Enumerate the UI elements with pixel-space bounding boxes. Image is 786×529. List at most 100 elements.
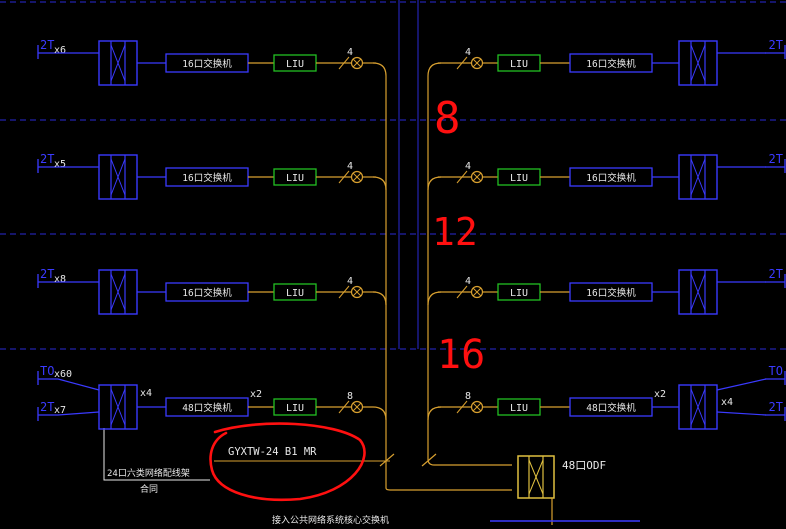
left-outlet-multiplier: x6 — [54, 45, 66, 56]
handwritten-annotations: 8 12 16 — [209, 93, 485, 502]
left-fiber-mark: 8 — [338, 391, 353, 414]
left-switch-label: 16口交换机 — [182, 172, 232, 184]
left-fiber-coupler-icon — [350, 400, 364, 414]
left-liu-label: LIU — [286, 403, 304, 414]
right-liu-label: LIU — [510, 403, 528, 414]
left-fiber-mark-count: 8 — [347, 391, 353, 402]
right-fiber-mark-count: 4 — [465, 161, 471, 172]
left-liu: LIU — [273, 54, 317, 72]
right-fiber-mark-count: 4 — [465, 276, 471, 287]
left-outlet: 2T — [37, 267, 58, 288]
right-fiber-mark: 4 — [456, 276, 471, 299]
left-liu-label: LIU — [286, 59, 304, 70]
left-riser — [372, 62, 512, 491]
odf-panel — [517, 455, 555, 499]
left-outlet-top-multiplier: x60 — [54, 369, 72, 380]
right-outlet-label: 2T — [769, 267, 783, 281]
left-liu: LIU — [273, 168, 317, 186]
right-riser — [427, 62, 512, 466]
right-outlet-top-label: TO — [769, 364, 783, 378]
riser-tick — [421, 453, 437, 467]
left-switch-label: 16口交换机 — [182, 287, 232, 299]
right-liu: LIU — [497, 398, 541, 416]
left-liu-label: LIU — [286, 173, 304, 184]
right-liu-label: LIU — [510, 59, 528, 70]
patch-note-line1: 24口六类网络配线架 — [107, 467, 190, 479]
right-outlet-label: 2T — [769, 152, 783, 166]
left-fiber-mark: 4 — [338, 276, 353, 299]
right-liu: LIU — [497, 54, 541, 72]
left-fiber-coupler-icon — [350, 285, 364, 299]
left-patch-panel — [98, 269, 138, 315]
right-outlet-bottom-label: 2T — [769, 400, 783, 414]
left-patch-panel — [98, 384, 138, 430]
right-fiber-mark: 8 — [456, 391, 471, 414]
handwritten-12: 12 — [432, 210, 478, 254]
left-outlet-multiplier: x5 — [54, 159, 66, 170]
left-fiber-coupler-icon — [350, 56, 364, 70]
handwritten-8: 8 — [434, 93, 461, 144]
right-fiber-coupler-icon — [470, 400, 484, 414]
left-patch-multiplier: x4 — [140, 388, 152, 399]
left-patch-panel — [98, 154, 138, 200]
odf-label: 48口ODF — [562, 459, 606, 472]
shaft-lines — [398, 0, 419, 349]
right-switch-label: 16口交换机 — [586, 287, 636, 299]
right-fiber-mark: 4 — [456, 47, 471, 70]
right-switch-label: 16口交换机 — [586, 58, 636, 70]
left-fiber-mark-count: 4 — [347, 47, 353, 58]
right-switch-label: 48口交换机 — [586, 402, 636, 414]
left-outlet: 2T — [37, 38, 58, 59]
fiber-risers — [372, 62, 512, 491]
left-outlet-bottom-multiplier: x7 — [54, 405, 66, 416]
right-patch-multiplier: x4 — [721, 397, 733, 408]
left-switch: 16口交换机 — [165, 282, 249, 302]
right-fiber-mark-count: 4 — [465, 47, 471, 58]
left-fiber-mark: 4 — [338, 161, 353, 184]
right-patch-panel — [678, 154, 718, 200]
left-liu: LIU — [273, 398, 317, 416]
left-outlet-top: TO — [37, 364, 58, 385]
patch-note-line2: 合同 — [140, 483, 158, 495]
left-outlet-label: 2T — [40, 267, 54, 281]
right-liu-label: LIU — [510, 288, 528, 299]
left-outlet-multiplier: x8 — [54, 274, 66, 285]
left-patch-panel — [98, 40, 138, 86]
left-fiber-mark-count: 4 — [347, 161, 353, 172]
right-liu-label: LIU — [510, 173, 528, 184]
right-fiber-coupler-icon — [470, 170, 484, 184]
right-switch-label: 16口交换机 — [586, 172, 636, 184]
left-fiber-mark-count: 4 — [347, 276, 353, 287]
left-outlet-top-label: TO — [40, 364, 54, 378]
left-outlet-bottom-label: 2T — [40, 400, 54, 414]
right-switch: 16口交换机 — [569, 53, 653, 73]
right-outlet-top: TO — [765, 364, 786, 385]
right-liu: LIU — [497, 168, 541, 186]
left-switch-label: 16口交换机 — [182, 58, 232, 70]
right-outlet: 2T — [765, 38, 786, 59]
right-patch-panel — [678, 40, 718, 86]
right-switch: 16口交换机 — [569, 167, 653, 187]
left-outlet-label: 2T — [40, 152, 54, 166]
right-patch-panel — [678, 269, 718, 315]
right-liu: LIU — [497, 283, 541, 301]
left-switch: 48口交换机 — [165, 397, 249, 417]
left-fiber-coupler-icon — [350, 170, 364, 184]
left-switch: 16口交换机 — [165, 53, 249, 73]
left-switch: 16口交换机 — [165, 167, 249, 187]
riser-tick — [379, 453, 395, 467]
right-switch: 16口交换机 — [569, 282, 653, 302]
right-outlet: 2T — [765, 152, 786, 173]
right-outlet: 2T — [765, 267, 786, 288]
right-switch: 48口交换机 — [569, 397, 653, 417]
left-outlet: 2T — [37, 152, 58, 173]
cable-circle-annotation — [209, 422, 366, 502]
right-fiber-coupler-icon — [470, 56, 484, 70]
